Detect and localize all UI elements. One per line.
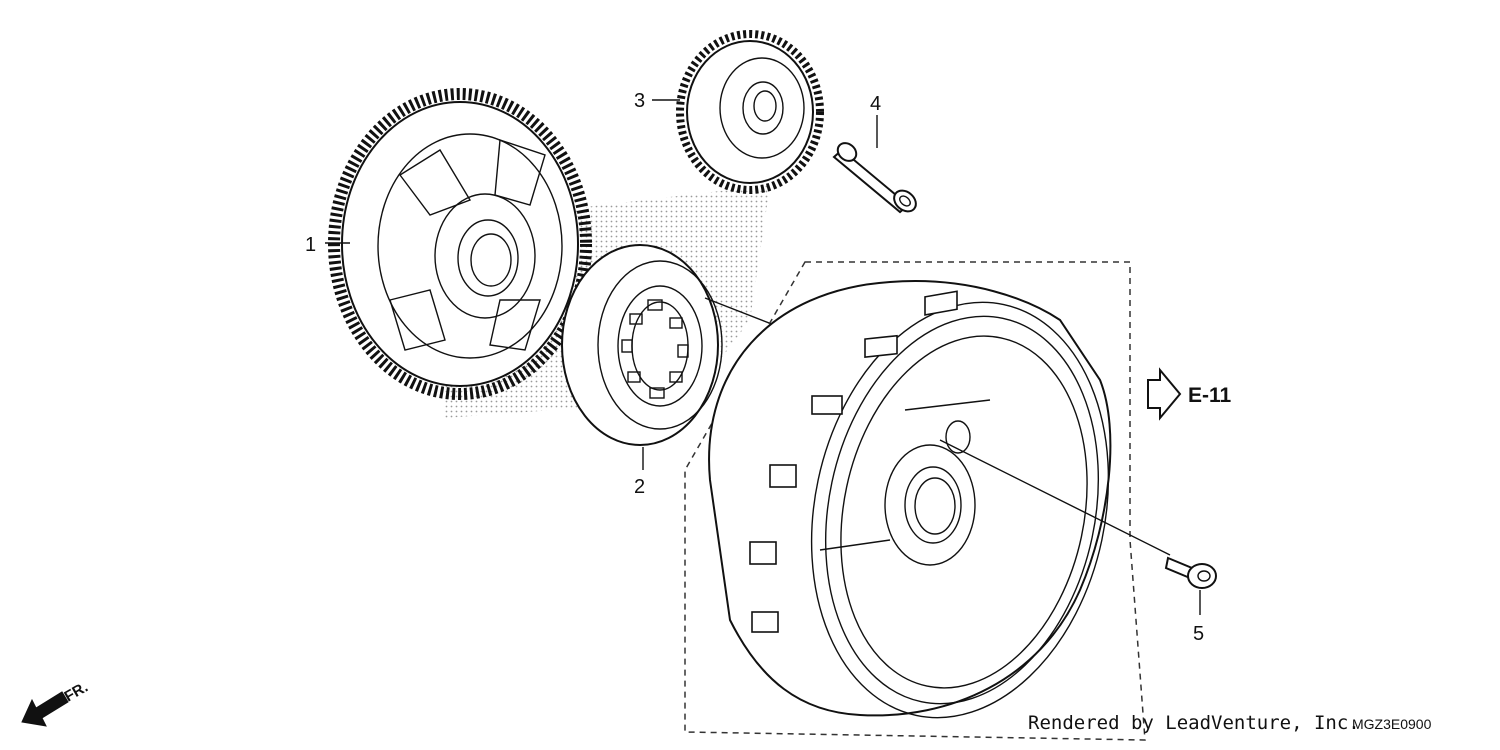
callout-5: 5	[1193, 623, 1204, 645]
reference-label[interactable]: E-11	[1188, 384, 1232, 407]
callout-4: 4	[870, 93, 881, 115]
reduction-gear-part[interactable]	[676, 30, 824, 194]
assembly-boundary	[684, 261, 1146, 741]
render-credit: Rendered by LeadVenture, Inc.	[1028, 712, 1360, 734]
flywheel-part[interactable]	[708, 274, 1171, 745]
reference-link[interactable]: E-11	[1147, 367, 1232, 421]
shaft-part[interactable]	[832, 139, 920, 215]
callout-2: 2	[634, 476, 645, 498]
arrow-left-down-icon	[21, 691, 69, 727]
driven-gear-part[interactable]	[328, 88, 592, 400]
leader-lines	[325, 99, 1201, 615]
callout-3: 3	[634, 90, 645, 112]
front-direction-indicator: FR.	[21, 679, 91, 727]
diagram-code: MGZ3E0900	[1352, 716, 1432, 732]
callout-1: 1	[305, 234, 316, 256]
bolt-part[interactable]	[1164, 556, 1217, 589]
hollow-arrow-icon	[1147, 367, 1182, 421]
one-way-clutch-part[interactable]	[561, 244, 801, 446]
